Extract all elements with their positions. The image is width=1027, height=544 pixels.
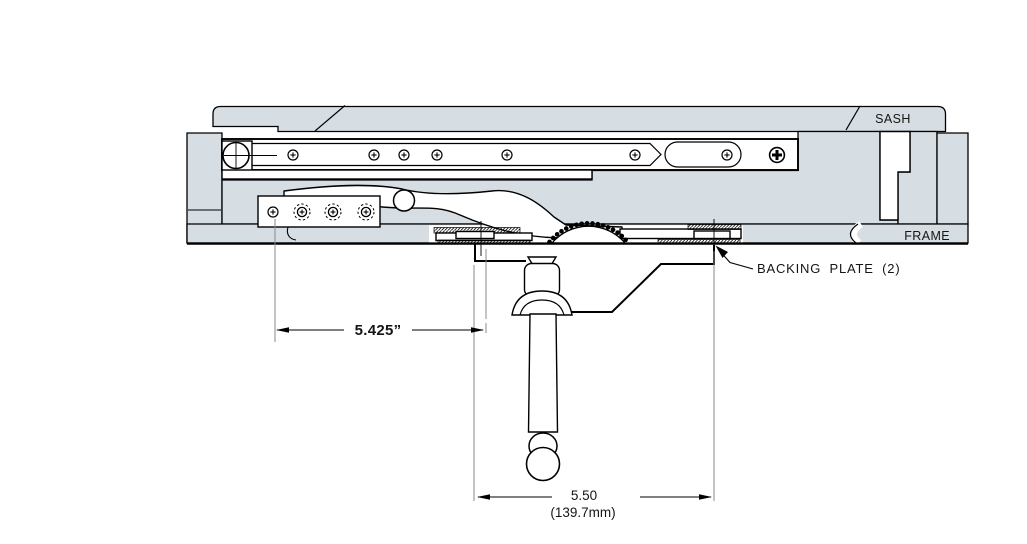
arrowhead-right: [471, 327, 484, 333]
mount-detail: [286, 226, 297, 241]
extension-lines: [274, 219, 715, 501]
link-bar: [619, 228, 742, 240]
dimension-lower: 5.50 (139.7mm): [477, 488, 712, 520]
backing-plate-callout: BACKING PLATE (2): [715, 245, 900, 276]
track-screw: [431, 149, 443, 161]
break-line-sash-top: [314, 105, 346, 132]
backing-plate-left: [433, 221, 533, 256]
break-line-frame: [849, 223, 859, 244]
crank-handle: [511, 256, 573, 482]
track-screw: [368, 149, 380, 161]
track-screw: [721, 149, 733, 161]
sash-frame-channel: [879, 130, 911, 221]
handle-knob: [525, 446, 561, 482]
arm-pivot: [392, 189, 416, 212]
mount-screw: [267, 206, 279, 218]
gear-teeth: [547, 220, 630, 245]
arrowhead-left: [276, 327, 289, 333]
track-screw: [398, 149, 410, 161]
track-screw: [501, 149, 513, 161]
phillips-screw: [768, 146, 786, 164]
sash-top-rail-section: [212, 105, 947, 133]
frame-label: FRAME: [904, 229, 950, 243]
dimension-upper-value: 5.425”: [355, 322, 402, 339]
gear-sector: [550, 225, 627, 244]
arrowhead-left: [477, 494, 490, 500]
break-gap-frame: [850, 221, 864, 246]
break-line-sash-right: [845, 105, 861, 131]
track-slide-strip: [221, 169, 593, 180]
track-slot: [252, 142, 662, 167]
sash-label: SASH: [875, 112, 911, 126]
leader-arrowhead: [715, 245, 728, 258]
operator-housing: [474, 244, 715, 313]
sash-right-section: [845, 105, 938, 225]
handle-hub: [511, 290, 573, 316]
frame-right-slab-section: [936, 132, 969, 225]
backing-plate-right: [619, 219, 742, 257]
backing-plate-label: BACKING PLATE (2): [757, 261, 900, 276]
arrowhead-right: [699, 494, 712, 500]
hinge-track: [221, 138, 799, 180]
dimension-lower-value: 5.50: [571, 488, 597, 503]
track-screw: [629, 149, 641, 161]
operator-mount-track: [257, 195, 381, 241]
dimension-lower-metric: (139.7mm): [550, 505, 615, 520]
handle-shaft: [527, 313, 559, 433]
track-slot-end: [664, 141, 742, 168]
dimension-upper: 5.425”: [276, 322, 484, 339]
track-screw: [287, 149, 299, 161]
